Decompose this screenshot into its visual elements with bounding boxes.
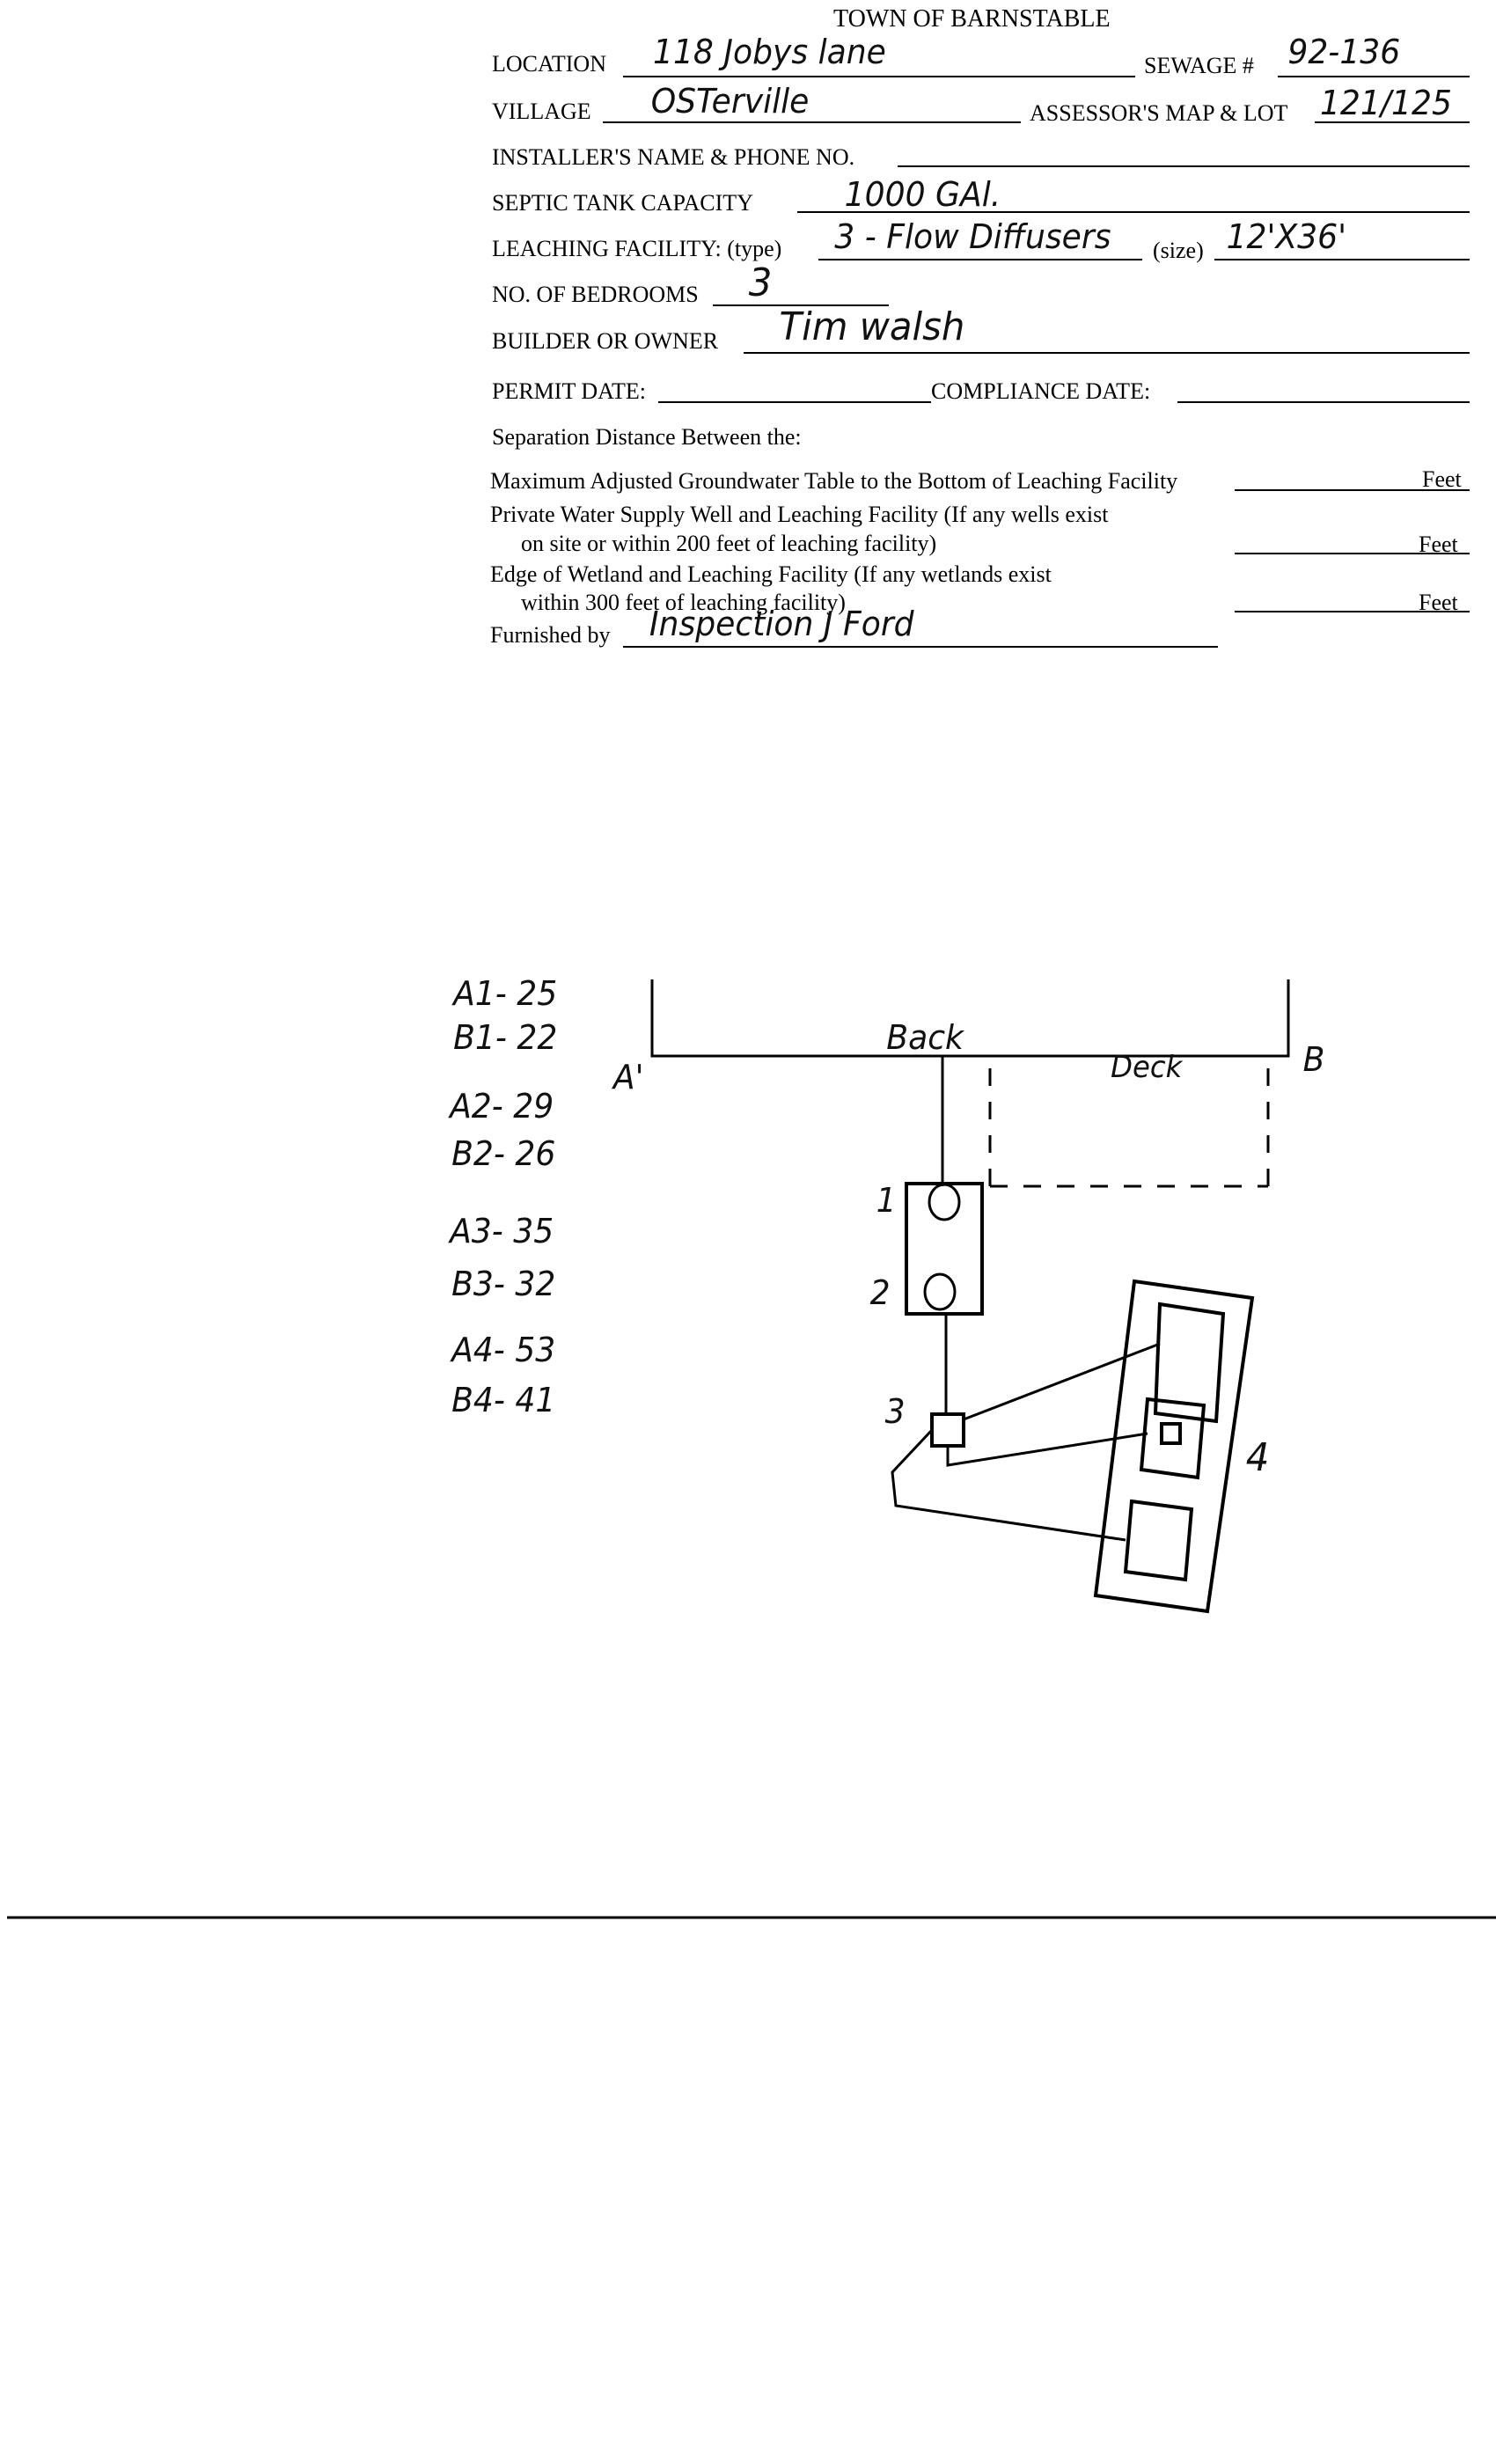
village-field-line (603, 121, 1021, 123)
dbox-label-3: 3 (884, 1392, 906, 1431)
measurement-a4: A4- 53 (451, 1331, 556, 1369)
pipe-dbox-to-diffuser-2 (946, 1432, 1148, 1467)
furnished-field-line (623, 646, 1218, 648)
house-back-wall (650, 979, 1290, 1058)
flow-diffuser-1 (1153, 1302, 1226, 1424)
compliance-date-label: COMPLIANCE DATE: (931, 378, 1151, 404)
compliance-date-field-line (1177, 401, 1470, 403)
leaching-field (1093, 1279, 1255, 1614)
corner-a-label: A' (612, 1058, 644, 1096)
village-label: VILLAGE (492, 99, 591, 124)
installer-label: INSTALLER'S NAME & PHONE NO. (492, 144, 855, 170)
sewage-value: 92-136 (1287, 33, 1401, 71)
tank-outlet-cover (923, 1272, 957, 1311)
pipe-dbox-to-diffuser-1 (963, 1342, 1161, 1421)
diffuser-inspection-port (1160, 1422, 1182, 1445)
size-field-line (1214, 259, 1470, 260)
bedrooms-label: NO. OF BEDROOMS (492, 282, 699, 307)
sep-wetland-line (1235, 611, 1470, 612)
measurement-b3: B3- 32 (451, 1265, 556, 1303)
sep-well-label-2: on site or within 200 feet of leaching f… (521, 531, 937, 556)
pipe-dbox-to-diffuser-3 (891, 1428, 1126, 1542)
sewage-label: SEWAGE # (1144, 53, 1254, 78)
map-lot-field-line (1315, 121, 1470, 123)
measurement-b4: B4- 41 (451, 1381, 556, 1419)
bedrooms-value: 3 (748, 260, 773, 305)
leaching-field-label-4: 4 (1245, 1435, 1270, 1480)
sep-well-line (1235, 553, 1470, 554)
location-field-line (623, 76, 1135, 77)
corner-b-label: B (1302, 1040, 1325, 1079)
tank-inlet-cover (928, 1183, 961, 1221)
installer-field-line (898, 165, 1470, 167)
permit-date-label: PERMIT DATE: (492, 378, 647, 404)
sep-wetland-label-1: Edge of Wetland and Leaching Facility (I… (490, 561, 1052, 587)
septic-field-line (797, 211, 1470, 213)
feet-label-1: Feet (1422, 466, 1462, 492)
sep-groundwater-label: Maximum Adjusted Groundwater Table to th… (490, 468, 1178, 494)
measurement-a3: A3- 35 (450, 1212, 554, 1250)
leaching-value: 3 - Flow Diffusers (834, 217, 1111, 256)
furnished-value: Inspection J Ford (649, 605, 914, 643)
sewage-field-line (1278, 76, 1470, 77)
owner-value: Tim walsh (779, 304, 965, 349)
flow-diffuser-2 (1139, 1397, 1206, 1480)
sep-wetland-label-2: within 300 feet of leaching facility) (521, 590, 846, 615)
flow-diffuser-3 (1123, 1499, 1194, 1582)
size-value: 12'X36' (1226, 217, 1347, 256)
sep-well-label-1: Private Water Supply Well and Leaching F… (490, 502, 1109, 527)
measurement-b2: B2- 26 (451, 1134, 556, 1173)
form-title: TOWN OF BARNSTABLE (833, 5, 1111, 33)
owner-field-line (744, 352, 1470, 354)
furnished-label: Furnished by (490, 622, 611, 648)
tank-label-2: 2 (869, 1273, 891, 1312)
feet-label-3: Feet (1419, 590, 1458, 615)
septic-value: 1000 GAl. (844, 175, 1001, 214)
deck-label: Deck (1111, 1050, 1183, 1085)
septic-label: SEPTIC TANK CAPACITY (492, 190, 753, 216)
back-label: Back (886, 1018, 964, 1057)
feet-label-2: Feet (1419, 532, 1458, 557)
deck-outline (988, 1068, 1270, 1188)
tank-label-1: 1 (876, 1181, 897, 1220)
leaching-label: LEACHING FACILITY: (type) (492, 236, 782, 261)
measurement-a2: A2- 29 (450, 1087, 554, 1126)
location-label: LOCATION (492, 51, 606, 77)
measurement-a1: A1- 25 (453, 974, 558, 1013)
sep-groundwater-line (1235, 489, 1470, 491)
septic-tank (905, 1182, 984, 1316)
size-label: (size) (1153, 238, 1204, 263)
measurement-b1: B1- 22 (453, 1018, 558, 1057)
village-value: OSTerville (650, 82, 810, 121)
leaching-field-line (818, 259, 1142, 260)
map-lot-label: ASSESSOR'S MAP & LOT (1030, 100, 1288, 126)
owner-label: BUILDER OR OWNER (492, 328, 719, 354)
permit-date-field-line (658, 401, 931, 403)
map-lot-value: 121/125 (1319, 84, 1452, 122)
location-value: 118 Jobys lane (652, 33, 886, 71)
bedrooms-field-line (713, 304, 889, 306)
separation-heading: Separation Distance Between the: (492, 424, 802, 450)
distribution-box (930, 1412, 965, 1448)
